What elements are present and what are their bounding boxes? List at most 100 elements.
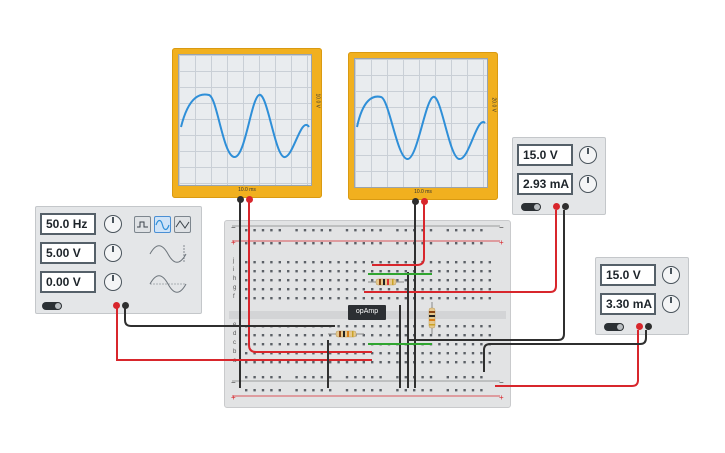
breadboard-hole: [480, 334, 483, 337]
breadboard-hole: [303, 376, 307, 379]
power-supply-1-terminal-red[interactable]: [553, 203, 560, 210]
breadboard-hole: [396, 376, 399, 379]
amplitude-knob[interactable]: [104, 244, 122, 262]
row-letter: d: [233, 331, 237, 337]
breadboard-hole: [396, 279, 399, 282]
sine-wave-button[interactable]: [154, 216, 171, 233]
breadboard-hole: [287, 343, 290, 346]
breadboard-hole: [287, 334, 290, 337]
breadboard-hole: [446, 389, 449, 392]
function-generator[interactable]: 50.0 Hz 5.00 V 0.00 V: [35, 206, 202, 314]
breadboard-hole: [295, 389, 298, 392]
breadboard-hole: [463, 279, 466, 282]
breadboard-hole: [371, 389, 374, 392]
power-supply-2-current-readout: 3.30 mA: [600, 293, 656, 315]
breadboard-hole: [245, 297, 248, 300]
breadboard-hole: [404, 297, 407, 300]
breadboard-hole: [429, 352, 433, 355]
scope-2-trace: [356, 95, 486, 160]
breadboard-hole: [438, 334, 441, 337]
triangle-wave-button[interactable]: [174, 216, 191, 233]
breadboard-hole: [278, 297, 281, 300]
scope-1-terminal-black[interactable]: [237, 196, 244, 203]
breadboard-hole: [404, 261, 407, 264]
function-generator-terminal-red[interactable]: [113, 302, 120, 309]
breadboard-hole: [463, 229, 466, 232]
power-supply-1-power-toggle[interactable]: [521, 203, 541, 211]
breadboard-hole: [345, 270, 349, 273]
breadboard-hole: [404, 325, 407, 328]
offset-sine-icon: [149, 275, 187, 293]
power-supply-2-current-knob[interactable]: [662, 295, 680, 313]
breadboard-hole: [371, 376, 374, 379]
opamp-chip[interactable]: opAmp: [348, 305, 386, 320]
breadboard-hole: [488, 297, 491, 300]
power-supply-2[interactable]: 15.0 V 3.30 mA: [595, 257, 689, 335]
breadboard-hole: [345, 279, 349, 282]
breadboard-hole: [354, 279, 357, 282]
breadboard-hole: [446, 261, 449, 264]
breadboard-hole: [312, 361, 315, 364]
breadboard-hole: [253, 288, 256, 291]
breadboard-hole: [261, 361, 265, 364]
breadboard-hole: [345, 229, 349, 232]
breadboard-hole: [320, 279, 323, 282]
power-supply-1[interactable]: 15.0 V 2.93 mA: [512, 137, 606, 215]
power-supply-1-terminal-black[interactable]: [562, 203, 569, 210]
breadboard-hole: [421, 325, 424, 328]
breadboard-hole: [455, 352, 458, 355]
top-rail-minus-label: −: [231, 223, 236, 232]
breadboard-hole: [303, 279, 307, 282]
breadboard-hole: [270, 361, 273, 364]
resistor-1[interactable]: [368, 278, 404, 286]
function-generator-terminal-black[interactable]: [122, 302, 129, 309]
wire-fg-red: [116, 308, 372, 361]
power-supply-2-power-toggle[interactable]: [604, 323, 624, 331]
scope-2-terminal-black[interactable]: [412, 198, 419, 205]
breadboard-hole: [320, 343, 323, 346]
power-supply-1-voltage-knob[interactable]: [579, 146, 597, 164]
breadboard-hole: [471, 325, 475, 328]
breadboard-hole: [421, 270, 424, 273]
scope-1-grid: [179, 55, 311, 185]
scope-2-terminal-red[interactable]: [421, 198, 428, 205]
function-generator-power-toggle[interactable]: [42, 302, 62, 310]
breadboard-hole: [303, 361, 307, 364]
oscilloscope-2[interactable]: 20.0 V 10.0 ms: [348, 52, 498, 205]
breadboard-hole: [463, 334, 466, 337]
scope-1-terminal-red[interactable]: [246, 196, 253, 203]
oscilloscope-1[interactable]: 10.0 V 10.0 ms: [172, 48, 322, 203]
breadboard-hole: [421, 361, 424, 364]
resistor-3[interactable]: [328, 330, 364, 338]
scope-1-xdiv-label: 10.0 ms: [238, 187, 256, 193]
breadboard-hole: [446, 229, 449, 232]
breadboard-hole: [404, 279, 407, 282]
resistor-2[interactable]: [428, 302, 436, 334]
breadboard-hole: [404, 288, 407, 291]
square-wave-button[interactable]: [134, 216, 151, 233]
breadboard-hole: [471, 352, 475, 355]
row-letter: f: [233, 294, 235, 300]
breadboard-hole: [455, 297, 458, 300]
breadboard-hole: [329, 270, 332, 273]
frequency-knob[interactable]: [104, 215, 122, 233]
breadboard-hole: [396, 334, 399, 337]
breadboard-hole: [337, 261, 340, 264]
breadboard-hole: [362, 376, 365, 379]
breadboard-hole: [278, 229, 281, 232]
breadboard-hole: [362, 334, 365, 337]
power-supply-2-terminal-red[interactable]: [636, 323, 643, 330]
breadboard-hole: [278, 261, 281, 264]
breadboard-hole: [480, 352, 483, 355]
breadboard-hole: [303, 288, 307, 291]
wire-ps1-black: [408, 210, 565, 341]
breadboard-hole: [320, 242, 323, 245]
breadboard-hole: [261, 343, 265, 346]
breadboard-hole: [455, 279, 458, 282]
power-supply-1-current-knob[interactable]: [579, 175, 597, 193]
breadboard-hole: [446, 297, 449, 300]
offset-knob[interactable]: [104, 273, 122, 291]
power-supply-2-voltage-knob[interactable]: [662, 266, 680, 284]
breadboard-hole: [337, 325, 340, 328]
power-supply-2-terminal-black[interactable]: [645, 323, 652, 330]
